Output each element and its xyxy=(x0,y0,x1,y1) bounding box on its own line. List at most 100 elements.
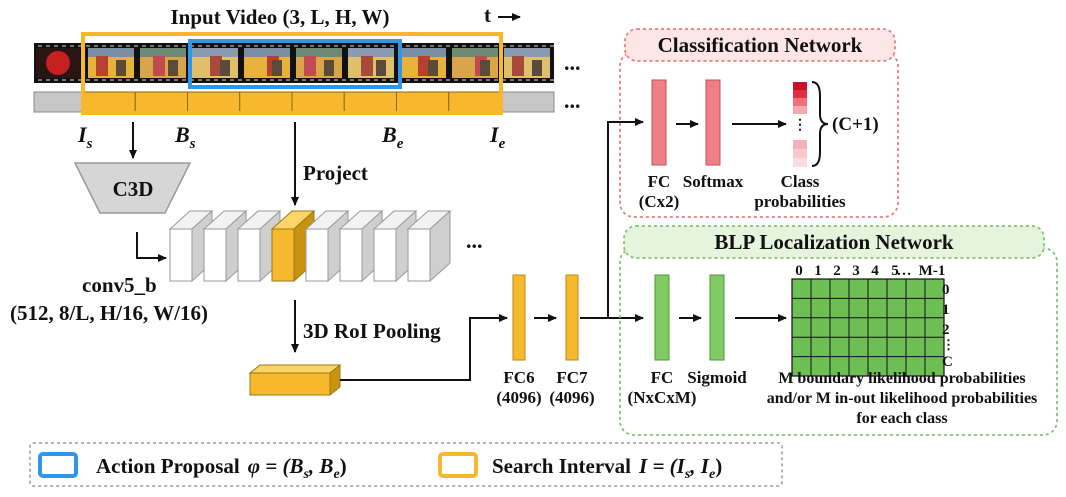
blp-row-label-2: 2 xyxy=(942,322,950,338)
sprocket-hole xyxy=(118,79,122,81)
sprocket-hole xyxy=(246,45,250,47)
sprocket-hole xyxy=(358,45,362,47)
segment-orange xyxy=(187,91,241,113)
sprocket-hole xyxy=(542,45,546,47)
video-frame-object xyxy=(428,60,438,76)
video-title: Input Video (3, L, H, W) xyxy=(171,5,390,29)
feature-slab xyxy=(407,228,431,282)
fc7-label: FC7 xyxy=(556,368,588,387)
sprocket-hole xyxy=(510,45,514,47)
sprocket-hole xyxy=(94,45,98,47)
marker-be: Be xyxy=(381,122,404,152)
segment-gray xyxy=(33,91,84,113)
video-film-strip xyxy=(34,43,554,83)
roi-pool-label: 3D RoI Pooling xyxy=(303,319,441,343)
sprocket-hole xyxy=(414,79,418,81)
video-frame-object xyxy=(272,60,282,76)
fc6-label: FC6 xyxy=(503,368,534,387)
sprocket-hole xyxy=(414,45,418,47)
sprocket-hole xyxy=(406,79,410,81)
blp-col-label-5: 5 xyxy=(891,263,899,279)
video-frame-object xyxy=(376,60,386,76)
sprocket-hole xyxy=(550,79,554,81)
blp-sigmoid-layer xyxy=(709,274,725,361)
sprocket-hole xyxy=(494,45,498,47)
sprocket-hole xyxy=(310,79,314,81)
sprocket-hole xyxy=(278,45,282,47)
feature-slab xyxy=(305,228,329,282)
feature-slab xyxy=(203,228,227,282)
sprocket-hole xyxy=(38,79,42,81)
sprocket-hole xyxy=(78,45,82,47)
sprocket-hole xyxy=(294,79,298,81)
sprocket-hole xyxy=(446,45,450,47)
blp-sigmoid-label: Sigmoid xyxy=(687,368,747,387)
sprocket-hole xyxy=(462,79,466,81)
feature-slab-highlight xyxy=(271,228,295,282)
sprocket-hole xyxy=(182,79,186,81)
video-frame-object xyxy=(324,60,334,76)
sprocket-hole xyxy=(286,79,290,81)
video-frame-figure xyxy=(361,56,373,76)
video-frame-object xyxy=(168,60,178,76)
legend-proposal-swatch xyxy=(38,452,78,478)
video-frame-object xyxy=(116,60,126,76)
video-ellipsis: ... xyxy=(564,50,581,75)
sprocket-hole xyxy=(86,79,90,81)
sprocket-hole xyxy=(110,45,114,47)
segment-orange xyxy=(291,91,345,113)
sprocket-hole xyxy=(422,45,426,47)
sprocket-hole xyxy=(278,79,282,81)
fc6-layer xyxy=(512,274,526,361)
sprocket-hole xyxy=(94,79,98,81)
video-frame-figure xyxy=(210,56,222,76)
sprocket-hole xyxy=(110,79,114,81)
sprocket-hole xyxy=(390,79,394,81)
c3d-label: C3D xyxy=(113,177,154,201)
sprocket-hole xyxy=(470,45,474,47)
blp-col-label-4: 4 xyxy=(871,263,879,279)
blp-col-label-1: 1 xyxy=(814,263,822,279)
sprocket-hole xyxy=(502,45,506,47)
video-frame-sky xyxy=(88,48,134,57)
sprocket-hole xyxy=(222,79,226,81)
sprocket-hole xyxy=(54,79,58,81)
sprocket-hole xyxy=(102,45,106,47)
class-bar-vdots: ⋮ xyxy=(793,118,807,133)
sprocket-hole xyxy=(46,79,50,81)
sprocket-hole xyxy=(350,79,354,81)
action-proposal-box xyxy=(188,39,402,89)
sprocket-hole xyxy=(438,79,442,81)
feature-slab xyxy=(237,228,261,282)
sprocket-hole xyxy=(206,79,210,81)
cls-fc-label: FC xyxy=(648,172,671,191)
feature-slab xyxy=(373,228,397,282)
fc7-dim: (4096) xyxy=(549,388,594,407)
sprocket-hole xyxy=(270,79,274,81)
sprocket-hole xyxy=(54,45,58,47)
sprocket-hole xyxy=(238,45,242,47)
blp-row-label-0: 0 xyxy=(942,282,950,298)
sprocket-hole xyxy=(158,79,162,81)
sprocket-hole xyxy=(366,45,370,47)
video-frame-figure xyxy=(153,56,165,76)
class-count-brace xyxy=(811,81,829,167)
segment-orange xyxy=(396,91,450,113)
class-prob-cell xyxy=(793,90,807,98)
sprocket-hole xyxy=(502,79,506,81)
sprocket-hole xyxy=(526,79,530,81)
sprocket-hole xyxy=(150,79,154,81)
video-frame-object xyxy=(220,60,230,76)
sprocket-hole xyxy=(342,79,346,81)
cls-output-line2: probabilities xyxy=(754,192,846,211)
class-prob-cell xyxy=(793,158,807,167)
segment-orange xyxy=(343,91,397,113)
video-frame-sky xyxy=(140,48,186,57)
video-frame-figure xyxy=(512,56,524,76)
time-label: t xyxy=(484,3,491,27)
sprocket-hole xyxy=(358,79,362,81)
sprocket-hole xyxy=(406,45,410,47)
sprocket-hole xyxy=(486,45,490,47)
cls-softmax-label: Softmax xyxy=(683,172,744,191)
